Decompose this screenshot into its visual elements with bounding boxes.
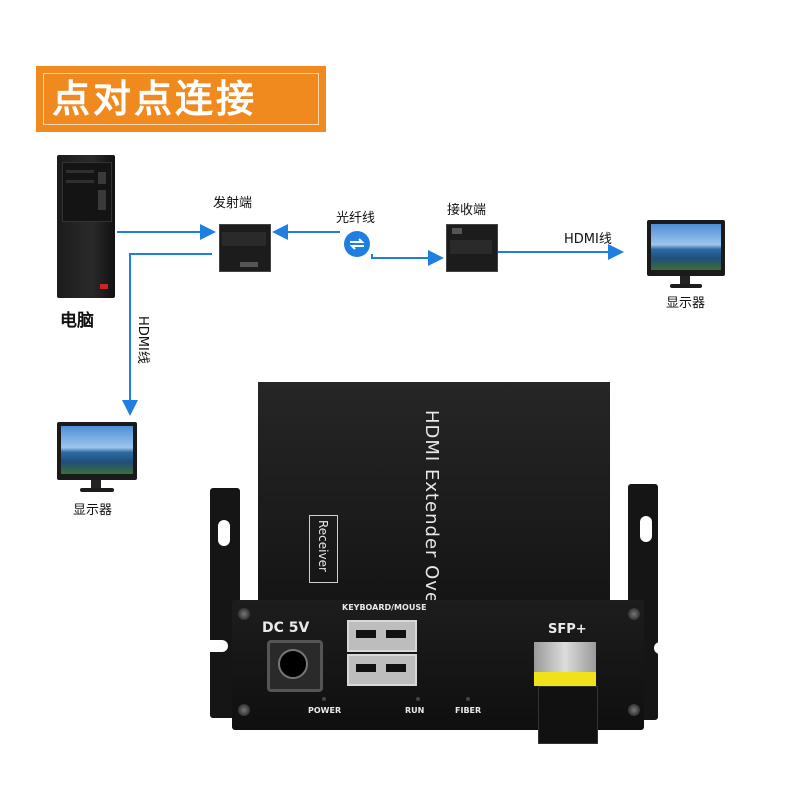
run-led-label: RUN xyxy=(405,706,425,715)
receiver-tag-box xyxy=(309,515,338,583)
title-banner-border xyxy=(43,73,319,125)
sfp-module-latch[interactable] xyxy=(534,672,596,686)
transmitter-label: 发射端 xyxy=(213,196,253,211)
dc-power-jack[interactable] xyxy=(267,640,323,692)
hdmi-cable-right-label: HDMI线 xyxy=(564,232,612,247)
title-text: 点对点连接 xyxy=(52,77,258,121)
dc-label: DC 5V xyxy=(262,620,310,636)
fiber-led-label: FIBER xyxy=(455,706,482,715)
computer-logo xyxy=(100,284,108,289)
run-led xyxy=(416,697,420,701)
monitor-left-label: 显示器 xyxy=(73,503,113,518)
power-led-label: POWER xyxy=(308,706,342,715)
screw xyxy=(628,704,640,716)
fiber-swap-icon xyxy=(344,231,370,257)
fiber-cable-label: 光纤线 xyxy=(336,211,376,226)
monitor-right-label: 显示器 xyxy=(666,296,706,311)
screw xyxy=(628,608,640,620)
fiber-led xyxy=(466,697,470,701)
computer-label: 电脑 xyxy=(60,311,94,331)
hdmi-cable-left-label: HDMI线 xyxy=(135,316,150,364)
screw xyxy=(238,608,250,620)
receiver-label: 接收端 xyxy=(447,203,487,218)
sfp-module[interactable] xyxy=(538,686,598,744)
usb-label: KEYBOARD/MOUSE xyxy=(342,603,427,612)
sfp-label: SFP+ xyxy=(548,622,587,637)
screw xyxy=(238,704,250,716)
power-led xyxy=(322,697,326,701)
arrow-fiber-to-receiver xyxy=(371,250,444,266)
receiver-tag-text: Receiver xyxy=(316,520,330,572)
device-top-cover xyxy=(258,382,610,612)
arrow-to-left-monitor xyxy=(122,253,212,416)
